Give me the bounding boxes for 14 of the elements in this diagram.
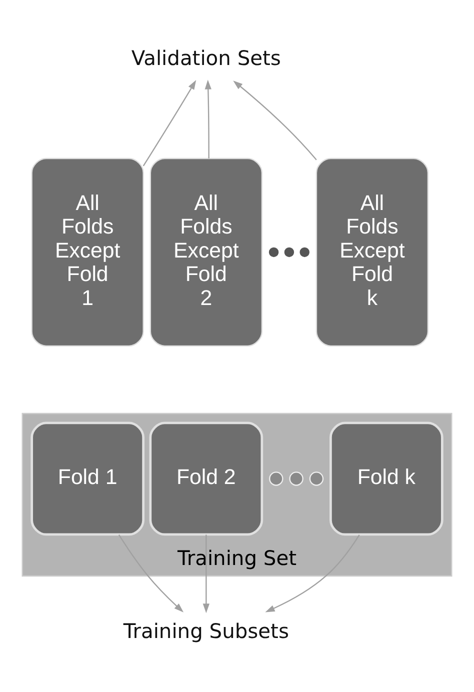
node-text: Validation Sets <box>131 45 281 70</box>
arrow <box>142 80 196 166</box>
node-box: Fold 1 <box>30 421 144 536</box>
arrow <box>265 534 360 612</box>
node-box: Fold k <box>330 421 444 536</box>
arrow <box>202 534 210 613</box>
node-box: Fold 2 <box>149 421 264 536</box>
node-text: Training Subsets <box>123 618 289 642</box>
node-box: All Folds Except Fold k <box>316 157 429 346</box>
arrow <box>118 534 184 612</box>
node-box: All Folds Except Fold 1 <box>31 157 144 346</box>
node-box: All Folds Except Fold 2 <box>150 157 262 346</box>
arrow <box>204 79 212 158</box>
arrow <box>233 80 317 160</box>
